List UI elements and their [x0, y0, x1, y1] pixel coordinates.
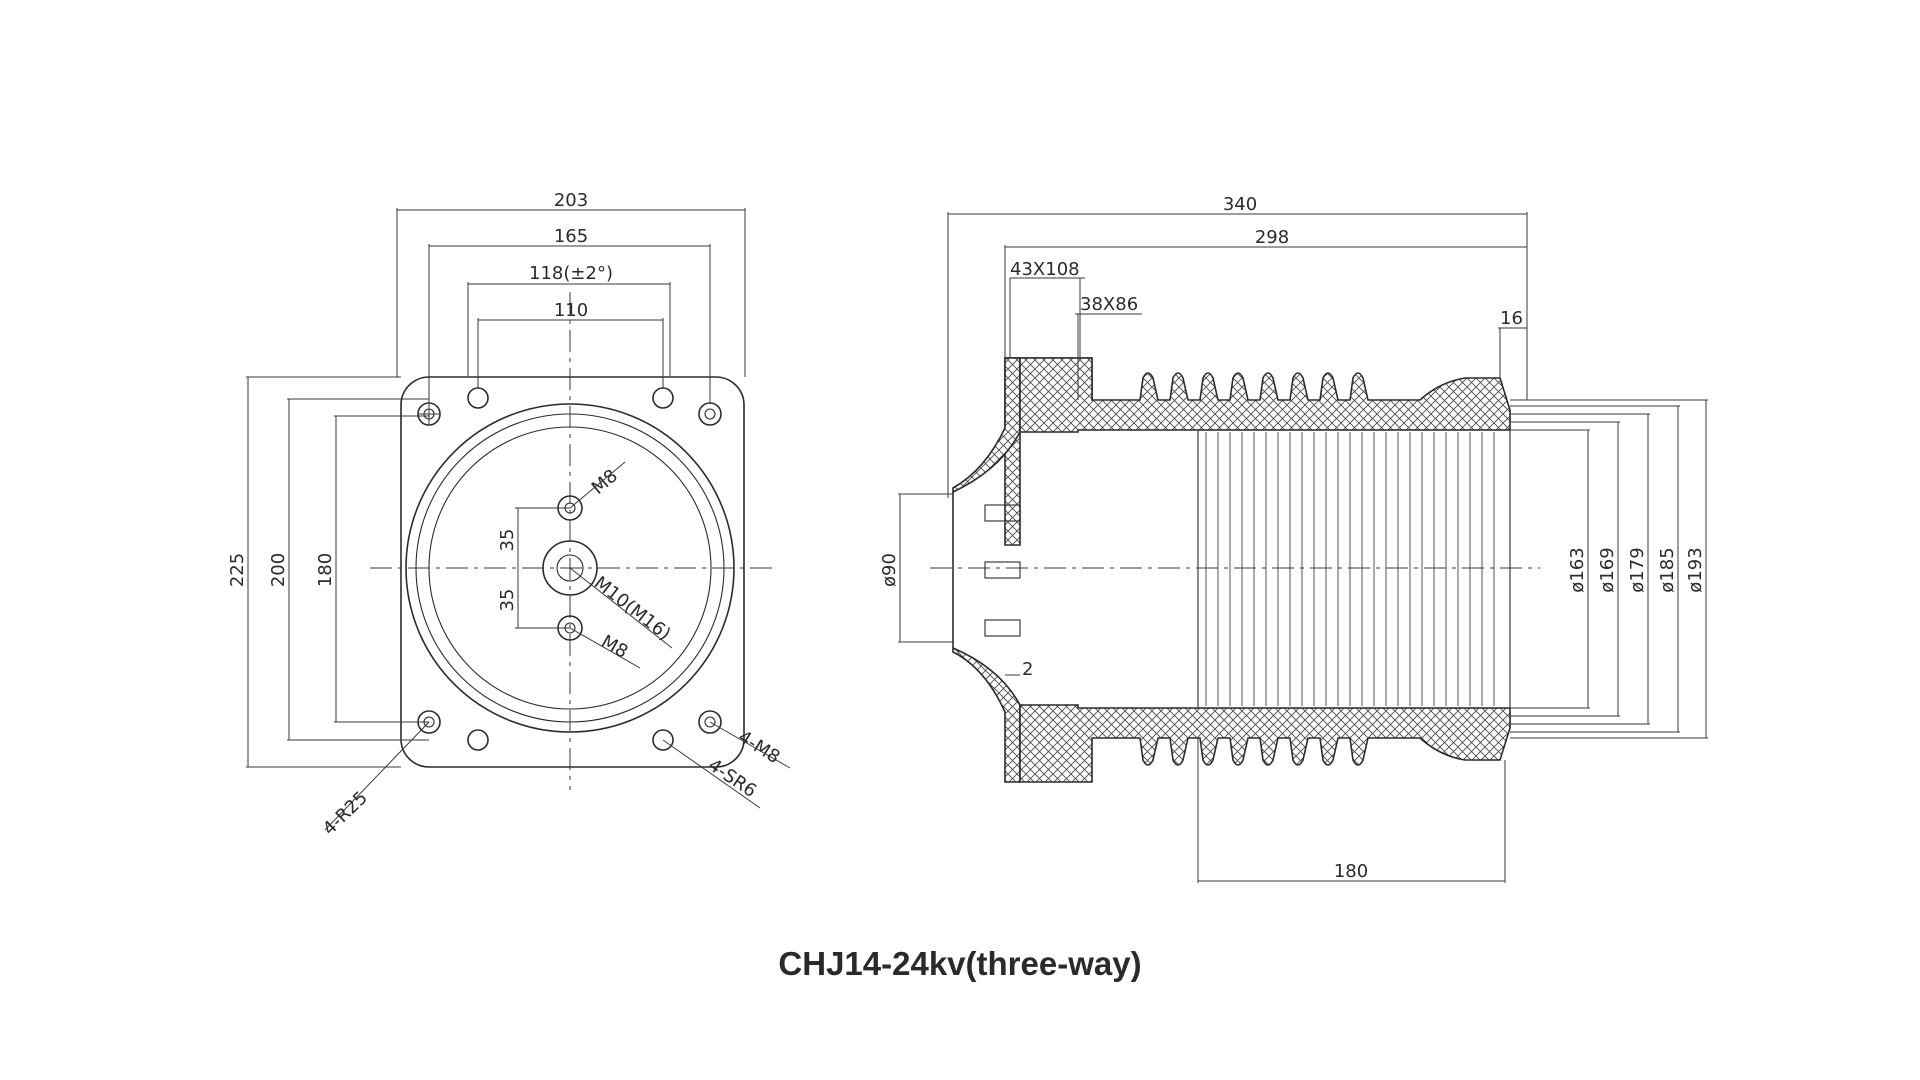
dim-d169: ø169 [1597, 547, 1618, 592]
dim-d185: ø185 [1657, 547, 1678, 592]
front-leaders: M8 M10(M16) M8 4-R25 4-M8 4-SR6 [319, 461, 791, 840]
label-m10: M10(M16) [590, 572, 675, 645]
front-top-dims: 203 165 118(±2°) 110 [396, 190, 746, 404]
front-left-dims: 225 200 180 [227, 376, 429, 768]
front-view: 203 165 118(±2°) 110 225 200 180 35 [227, 190, 791, 840]
label-4-m8: 4-M8 [734, 726, 783, 768]
lower-wall [1019, 704, 1511, 783]
dim-d193: ø193 [1685, 547, 1706, 592]
dim-d163: ø163 [1567, 547, 1588, 592]
dim-110: 110 [554, 300, 588, 321]
dim-35-bottom: 35 [497, 589, 518, 612]
dim-16: 16 [1500, 308, 1523, 329]
dim-d179: ø179 [1627, 547, 1648, 592]
dim-43x108: 43X108 [1010, 259, 1080, 280]
label-m8-bottom: M8 [598, 631, 632, 663]
drawing-caption: CHJ14-24kv(three-way) [778, 945, 1142, 982]
dim-180-side: 180 [1334, 861, 1368, 882]
dim-165: 165 [554, 226, 588, 247]
center-hole [556, 554, 584, 582]
dim-118: 118(±2°) [529, 263, 613, 284]
side-left-dims: ø90 2 [879, 493, 1033, 680]
dim-35-top: 35 [497, 529, 518, 552]
dim-225: 225 [227, 553, 248, 587]
side-top-dims: 340 298 43X108 38X86 16 [947, 194, 1528, 498]
front-center-dims: 35 35 [497, 507, 570, 629]
dim-38x86: 38X86 [1080, 294, 1138, 315]
side-view: 340 298 43X108 38X86 16 ø90 2 180 [879, 194, 1708, 883]
side-bottom-dims: 180 [1197, 738, 1506, 883]
dim-203: 203 [554, 190, 588, 211]
dim-340: 340 [1223, 194, 1257, 215]
side-flange-profile [952, 357, 1021, 783]
dim-298: 298 [1255, 227, 1289, 248]
dim-d90: ø90 [879, 553, 900, 587]
side-right-dims: ø163 ø169 ø179 ø185 ø193 [1510, 399, 1708, 739]
inserts [984, 504, 1021, 637]
dim-2: 2 [1022, 659, 1033, 680]
label-m8-top: M8 [588, 465, 622, 498]
label-4-r25: 4-R25 [319, 787, 372, 839]
dim-200: 200 [268, 553, 289, 587]
inner-ribs [1197, 429, 1511, 709]
dim-180: 180 [315, 553, 336, 587]
upper-wall [1019, 357, 1511, 433]
flange-plate [400, 376, 745, 768]
